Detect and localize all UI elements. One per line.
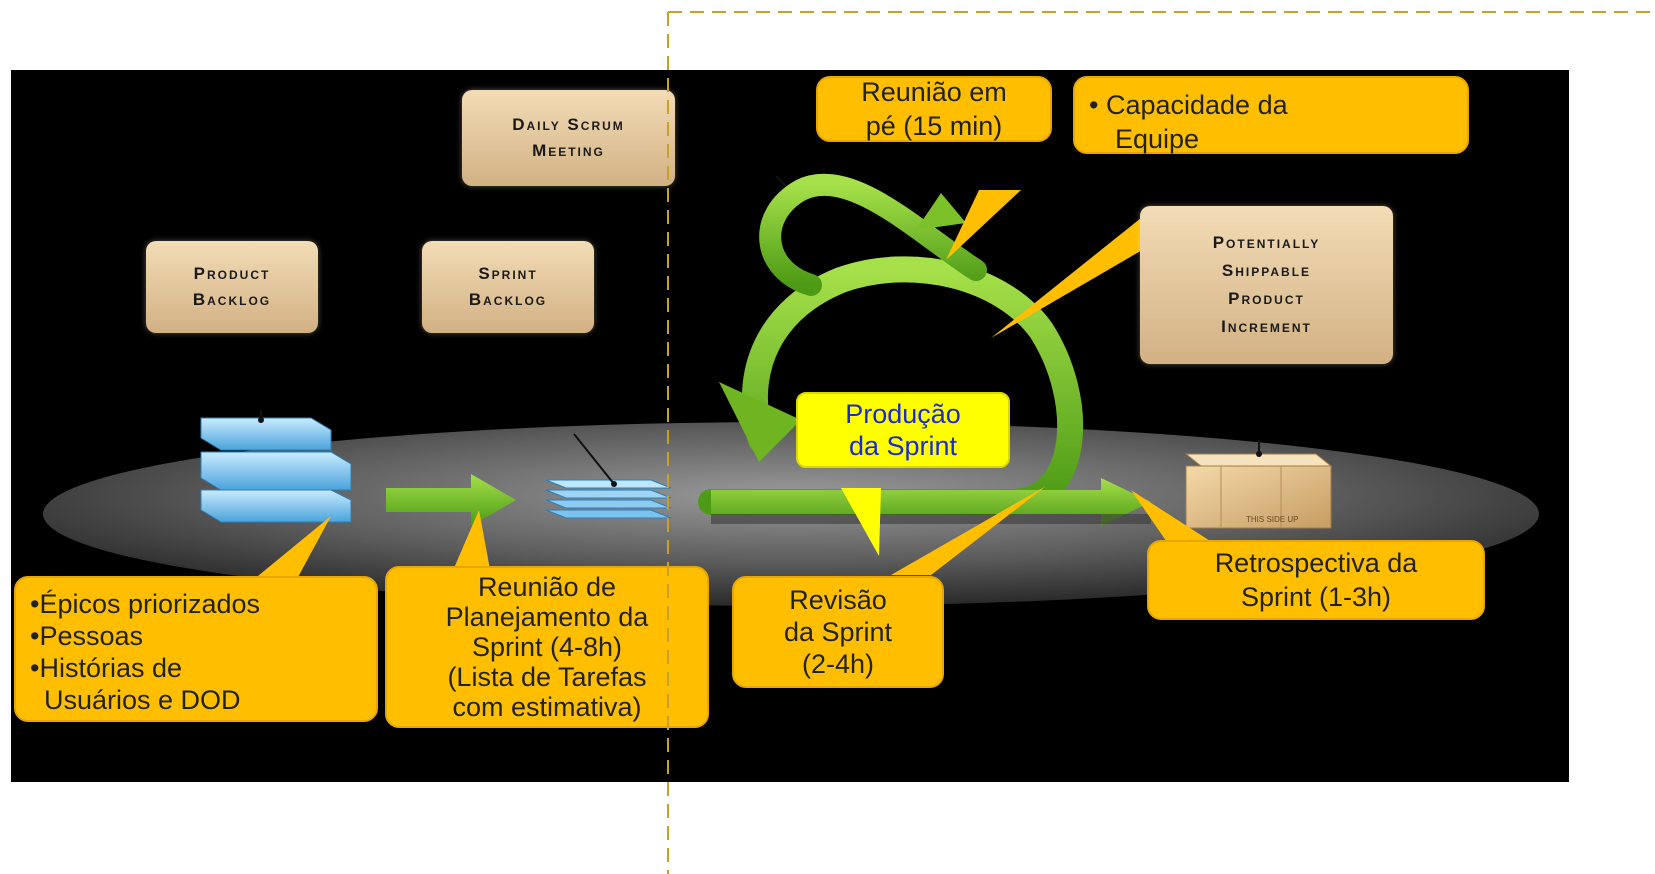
capacidade-line-2: Equipe	[1115, 124, 1200, 154]
product-backlog-stack-icon	[200, 410, 352, 523]
reuniao-em-pe-callout: Reunião em pé (15 min)	[816, 76, 1052, 142]
product-backlog-line-2: Backlog	[192, 290, 272, 309]
planejamento-callout: Reunião de Planejamento da Sprint (4-8h)…	[385, 566, 709, 728]
sprint-backlog-stack-icon	[545, 433, 672, 519]
epicos-line-2: •Pessoas	[30, 621, 144, 651]
retrospectiva-line-2: Sprint (1-3h)	[1240, 582, 1392, 612]
shippable-line-4: Increment	[1221, 317, 1312, 337]
capacidade-callout: • Capacidade da Equipe	[1073, 76, 1469, 154]
retrospectiva-callout: Retrospectiva da Sprint (1-3h)	[1147, 540, 1485, 620]
planejamento-line-3: Sprint (4-8h)	[471, 632, 623, 662]
revisao-callout: Revisão da Sprint (2-4h)	[732, 576, 944, 688]
diagram-stage: THIS SIDE UP Daily Scrum Meeting Product…	[11, 70, 1569, 782]
cardboard-box-icon: THIS SIDE UP	[1184, 440, 1333, 529]
shippable-line-1: Potentially	[1212, 232, 1321, 252]
box-label-text: THIS SIDE UP	[1246, 515, 1298, 524]
planning-arrow-icon	[386, 474, 516, 526]
daily-scrum-line-1: Daily Scrum	[512, 114, 625, 134]
producao-line-2: da Sprint	[848, 431, 958, 461]
potentially-shippable-box: Potentially Shippable Product Increment	[1140, 206, 1393, 364]
product-backlog-box: Product Backlog	[146, 241, 318, 333]
revisao-line-2: da Sprint	[783, 617, 893, 647]
epicos-line-3: •Histórias de	[30, 653, 183, 683]
epicos-line-4: Usuários e DOD	[44, 685, 241, 715]
producao-sprint-callout: Produção da Sprint	[796, 392, 1010, 468]
daily-scrum-box: Daily Scrum Meeting	[462, 90, 675, 186]
planejamento-line-2: Planejamento da	[445, 602, 649, 632]
planejamento-line-1: Reunião de	[477, 572, 617, 602]
sprint-backlog-line-2: Backlog	[468, 290, 548, 309]
reuniao-em-pe-line-1: Reunião em	[861, 77, 1007, 107]
revisao-line-3: (2-4h)	[801, 649, 875, 679]
sprint-cycle-arrow-icon	[698, 173, 1151, 526]
shippable-line-3: Product	[1228, 289, 1305, 308]
planejamento-line-4: (Lista de Tarefas	[447, 662, 647, 692]
reuniao-em-pe-line-2: pé (15 min)	[865, 111, 1003, 141]
product-backlog-line-1: Product	[193, 263, 271, 283]
planejamento-line-5: com estimativa)	[452, 692, 642, 722]
shippable-line-2: Shippable	[1221, 260, 1312, 280]
sprint-backlog-line-1: Sprint	[478, 263, 538, 283]
sprint-backlog-box: Sprint Backlog	[422, 241, 594, 333]
retrospectiva-line-1: Retrospectiva da	[1214, 548, 1418, 578]
capacidade-line-1: • Capacidade da	[1089, 90, 1288, 120]
epicos-callout: •Épicos priorizados •Pessoas •Histórias …	[14, 576, 378, 722]
revisao-line-1: Revisão	[789, 585, 887, 615]
producao-line-1: Produção	[845, 399, 961, 429]
daily-scrum-line-2: Meeting	[532, 141, 605, 160]
epicos-line-1: •Épicos priorizados	[30, 589, 261, 619]
